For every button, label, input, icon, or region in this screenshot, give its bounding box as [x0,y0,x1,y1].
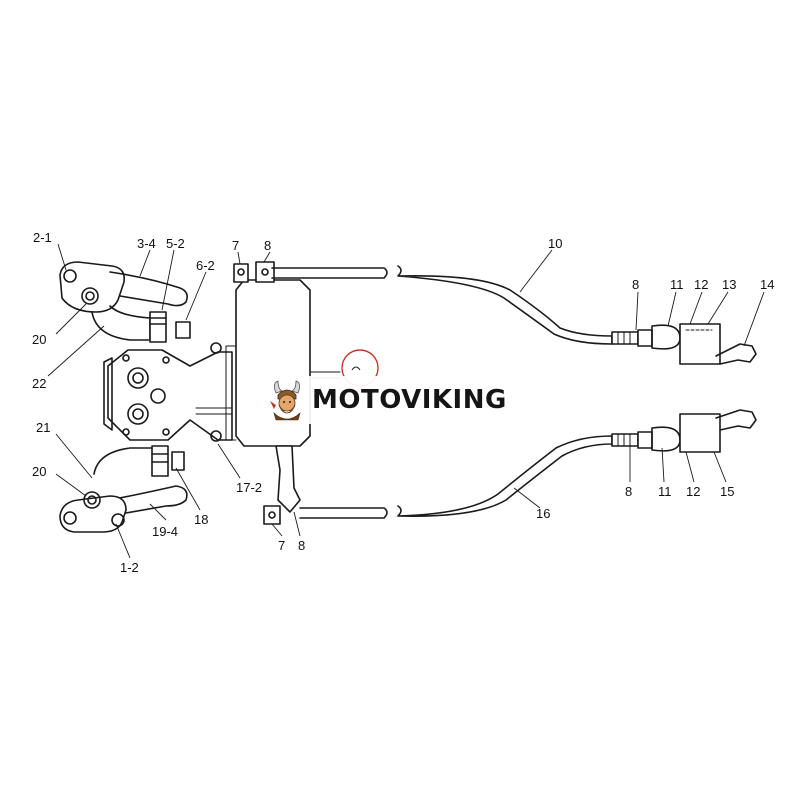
top-flange-port-inner [85,291,95,301]
body-grommet-bottom [210,430,222,442]
watermark-text: MOTOVIKING [312,385,507,415]
top-clevis-12 [651,324,681,350]
callout-11-right-top: 11 [670,277,684,292]
callout-14: 14 [760,277,774,292]
callout-12-right-top: 12 [694,277,708,292]
callout-21: 21 [36,420,50,435]
callout-11-right-bottom: 11 [658,484,672,499]
callout-22: 22 [32,376,46,391]
leader-lines [47,243,765,559]
callout-17-2: 17-2 [236,480,262,495]
bottom-stud [151,445,169,477]
top-flange-port [81,287,99,305]
bottom-cable-adjuster-8 [611,433,639,447]
callout-12-right-bottom: 12 [686,484,700,499]
bottom-cable-far [397,435,613,517]
bottom-flange-bolt-hole-2 [111,513,125,527]
top-cable-far [397,265,613,345]
carburetor-port-c [150,388,166,404]
top-locknut-11 [637,329,653,347]
bottom-cable-near [299,507,388,519]
callout-15: 15 [720,484,734,499]
top-end-fitting-14 [715,343,757,365]
carburetor-port-a [127,367,149,389]
bottom-adjuster-thread [617,433,631,447]
callout-8-top: 8 [264,238,271,253]
callout-5-2: 5-2 [166,236,185,251]
top-adjuster-thread [617,331,631,345]
callout-8-right-top: 8 [632,277,639,292]
callout-20-top: 20 [32,332,46,347]
callout-18: 18 [194,512,208,527]
bottom-locknut-11 [637,431,653,449]
bottom-intake-pipe [93,447,153,475]
callout-7-top: 7 [232,238,239,253]
top-lever-7 [233,263,249,283]
top-stud-thread [149,317,167,325]
callout-2-1: 2-1 [33,230,52,245]
top-cable-near [271,267,388,279]
bottom-lever-7 [263,505,281,525]
bottom-lever-box-15 [679,413,721,453]
viking-mascot-icon [270,380,301,421]
bottom-lever-pin [268,511,276,519]
bottom-stud-thread [151,453,169,463]
bottom-end-fitting [715,409,757,431]
highlight-mark [351,366,361,371]
bottom-clevis-12 [651,426,681,452]
carburetor-screw-4 [162,428,170,436]
bottom-lever-arm [275,445,301,513]
top-intake-pipe [109,271,188,307]
carburetor-screw-2 [162,356,170,364]
callout-3-4: 3-4 [137,236,156,251]
carburetor-port-b [127,403,149,425]
bottom-intake-pipe-lower [109,485,188,515]
bottom-flange-bolt-hole [63,511,77,525]
callout-1-2: 1-2 [120,560,139,575]
top-stud [149,311,167,343]
callout-10: 10 [548,236,562,251]
callout-6-2: 6-2 [196,258,215,273]
bottom-flange-port-inner [87,495,97,505]
housing-side-plate [225,345,237,441]
carburetor-screw-3 [122,428,130,436]
top-lever-8 [255,261,275,283]
carburetor-port-a-inner [132,372,144,384]
callout-19-4: 19-4 [152,524,178,539]
callout-8-right-bottom: 8 [625,484,632,499]
body-grommet-top [210,342,222,354]
bottom-flange-port [83,491,101,509]
callout-7-bottom: 7 [278,538,285,553]
callout-8-bottom: 8 [298,538,305,553]
top-cable-adjuster-8 [611,331,639,345]
bottom-manifold-flange [59,495,127,533]
carburetor-port-b-inner [132,408,144,420]
callout-16: 16 [536,506,550,521]
brand-watermark: MOTOVIKING [262,376,536,424]
callout-20-bottom: 20 [32,464,46,479]
callout-13: 13 [722,277,736,292]
top-flange-bolt-hole [63,269,77,283]
top-lever-box-13 [679,323,721,365]
carburetor-inlet-flange [103,357,113,431]
carburetor-body [107,349,233,441]
top-lever-pin [237,268,245,276]
top-clamp [175,321,191,339]
top-lever-pin-2 [261,268,269,276]
bottom-clamp [171,451,185,471]
carburetor-screw-1 [122,354,130,362]
